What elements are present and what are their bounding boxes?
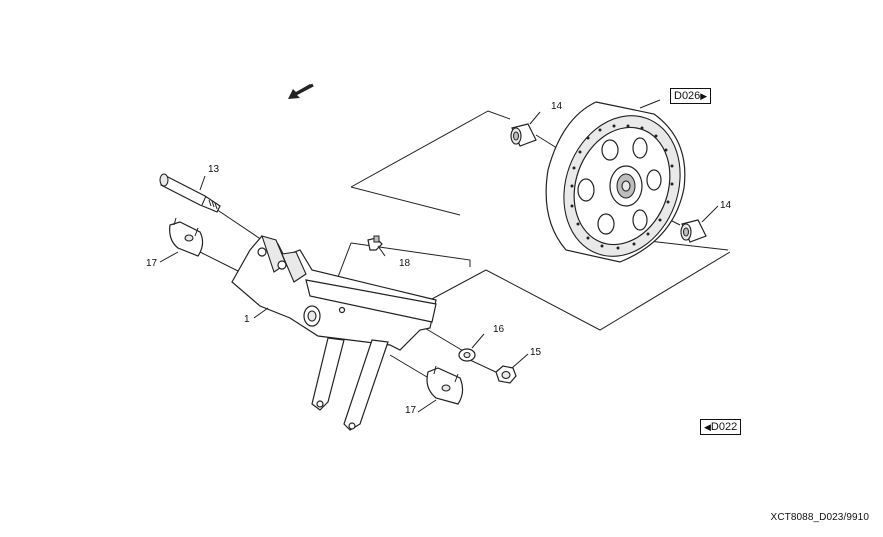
callout-14-top: 14 [551, 101, 563, 112]
part-17-bushing-top [169, 217, 204, 257]
direction-arrow-icon [288, 83, 314, 99]
ref-prev-label: D022 [710, 421, 738, 433]
part-1-arm [231, 235, 437, 431]
triangle-left-icon: ◀ [704, 422, 711, 432]
part-15-nut [495, 365, 517, 384]
part-13-pin [159, 173, 221, 213]
callout-16: 16 [493, 324, 505, 335]
ref-next-d026[interactable]: D026 ▶ [670, 88, 712, 104]
leader-lines [159, 99, 719, 413]
part-16-washer [458, 348, 476, 362]
callout-18: 18 [399, 258, 411, 269]
callout-15: 15 [530, 347, 542, 358]
part-14-bearing-bottom [680, 219, 707, 243]
part-14-bearing-top [510, 123, 537, 147]
wheel [545, 101, 686, 263]
callout-17-bottom: 17 [405, 405, 417, 416]
ref-prev-d022[interactable]: ◀ D022 [700, 419, 742, 435]
callout-13: 13 [208, 164, 220, 175]
callout-1: 1 [244, 314, 250, 325]
callout-17-top: 17 [146, 258, 158, 269]
drawing-code: XCT8088_D023/9910 [770, 512, 869, 523]
part-17-bushing-bottom [426, 365, 464, 405]
callout-14-bottom: 14 [720, 200, 732, 211]
ref-next-label: D026 [674, 90, 701, 102]
triangle-right-icon: ▶ [700, 91, 708, 101]
